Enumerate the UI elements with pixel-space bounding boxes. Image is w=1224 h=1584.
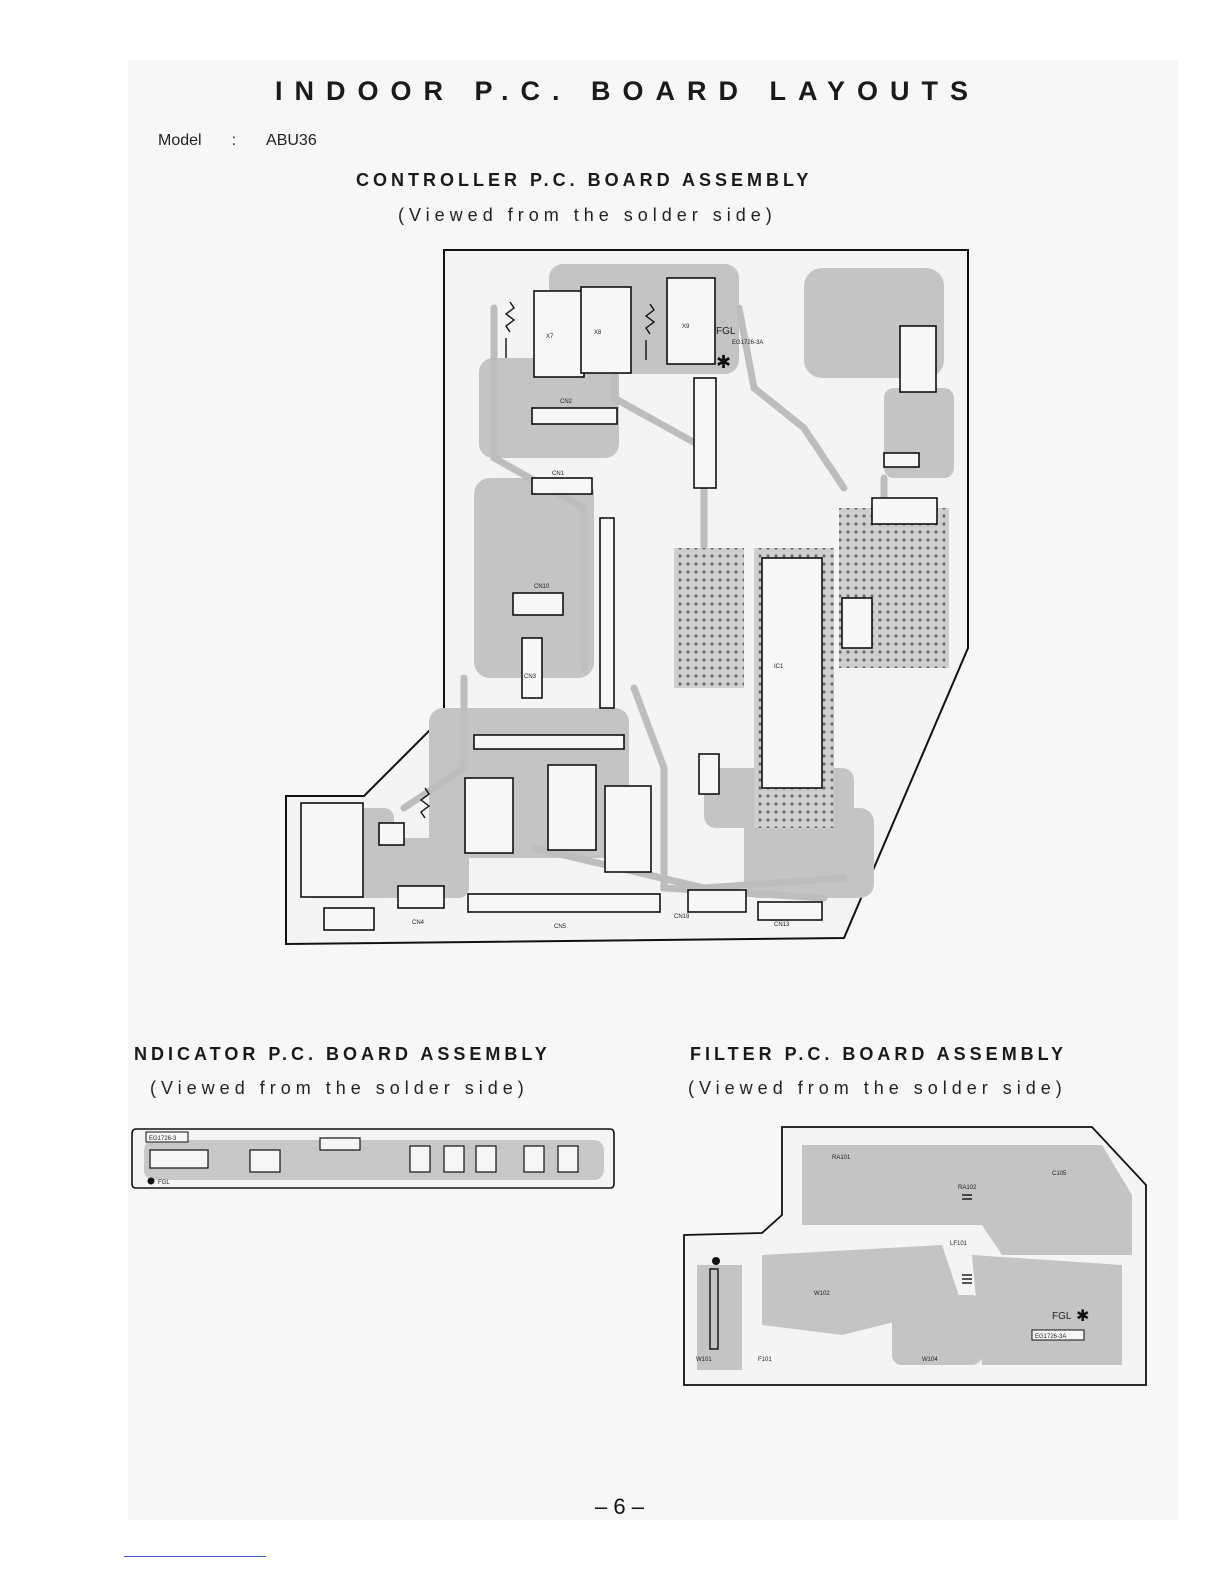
- cn13-label: CN13: [774, 922, 790, 928]
- cn4-label: CN4: [412, 920, 425, 926]
- page-number: – 6 –: [595, 1494, 644, 1519]
- w104-label: W104: [922, 1357, 938, 1363]
- model-value: ABU36: [266, 132, 317, 149]
- rev-label: EG1726-3A: [732, 340, 763, 346]
- filter-title: FILTER P.C. BOARD ASSEMBLY: [690, 1044, 1068, 1064]
- cn2-label: CN2: [560, 399, 573, 405]
- cn3-label: CN3: [524, 674, 537, 680]
- cn18-label: CN18: [674, 914, 690, 920]
- indicator-fgl-label: FGL: [158, 1180, 170, 1186]
- filter-fgl-star-icon: ✱: [1076, 1308, 1089, 1325]
- fgl-label: FGL: [716, 326, 736, 337]
- filter-fgl-dot-icon: [712, 1257, 720, 1265]
- model-label: Model: [158, 132, 202, 149]
- x9-label: X9: [682, 324, 690, 330]
- footer-divider: [124, 1556, 266, 1557]
- ra-label: RA101: [832, 1155, 851, 1161]
- w102-label: W102: [814, 1291, 830, 1297]
- filter-subtitle: (Viewed from the solder side): [688, 1078, 1067, 1098]
- f101-label: F101: [758, 1357, 772, 1363]
- filter-board-diagram: RA101 LF101 RA102 C105 W101 W102 W104 F1…: [682, 1125, 1150, 1389]
- x8-label: X8: [594, 330, 602, 336]
- lf101-label: LF101: [950, 1241, 968, 1247]
- controller-board-diagram: CN2 CN1 CN10 CN4 CN5 CN18 CN13 X7 X8 X9 …: [284, 248, 972, 948]
- fgl-star-icon: ✱: [716, 352, 731, 372]
- ic-label: IC1: [774, 664, 784, 670]
- page-title: INDOOR P.C. BOARD LAYOUTS: [275, 76, 981, 106]
- model-line: Model: ABU36: [158, 132, 317, 150]
- c105-label: C105: [1052, 1171, 1067, 1177]
- controller-title: CONTROLLER P.C. BOARD ASSEMBLY: [356, 170, 813, 190]
- cn5-label: CN5: [554, 924, 567, 930]
- fgl-dot-icon: [147, 1177, 155, 1185]
- indicator-rev-label: EG1726-3: [149, 1136, 177, 1142]
- cn10-label: CN10: [534, 584, 550, 590]
- filter-fgl-label: FGL: [1052, 1311, 1072, 1322]
- controller-subtitle: (Viewed from the solder side): [398, 205, 777, 225]
- ra102-label: RA102: [958, 1185, 977, 1191]
- filter-rev-label: EG1726-3A: [1035, 1334, 1066, 1340]
- model-separator: :: [231, 132, 237, 149]
- x7-label: X7: [546, 334, 554, 340]
- w101-label: W101: [696, 1357, 712, 1363]
- indicator-subtitle: (Viewed from the solder side): [150, 1078, 529, 1098]
- indicator-title: NDICATOR P.C. BOARD ASSEMBLY: [134, 1044, 551, 1064]
- indicator-board-diagram: EG1726-3 FGL: [130, 1126, 616, 1194]
- cn1-label: CN1: [552, 471, 565, 477]
